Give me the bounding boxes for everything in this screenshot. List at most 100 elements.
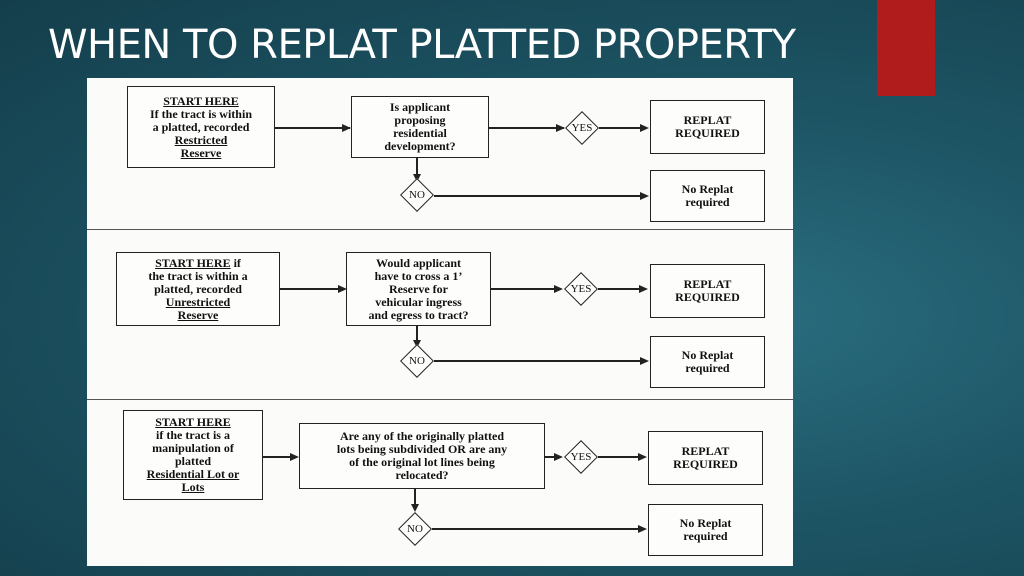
- arrow-right-icon: [554, 285, 563, 293]
- replat-required-box: REPLAT REQUIRED: [650, 264, 765, 318]
- connector-line: [598, 288, 643, 290]
- flowchart-residential-lot: START HERE if the tract is a manipulatio…: [87, 400, 793, 566]
- no-label: NO: [409, 189, 425, 201]
- flowchart-unrestricted-reserve: START HERE if the tract is within a plat…: [87, 230, 793, 396]
- outcome-line: No Replat: [681, 182, 734, 196]
- question-line: development?: [384, 139, 456, 153]
- start-box: START HERE If the tract is within a plat…: [127, 86, 275, 168]
- connector-line: [434, 360, 644, 362]
- connector-line: [414, 489, 416, 505]
- no-decision: NO: [400, 178, 434, 212]
- connector-line: [545, 456, 558, 458]
- question-line: Reserve for: [389, 281, 448, 296]
- yes-label: YES: [570, 451, 592, 463]
- question-line: Would applicant: [375, 255, 462, 270]
- start-line: the tract is within a: [148, 268, 248, 283]
- start-emphasis: Restricted: [174, 132, 228, 147]
- connector-line: [432, 528, 641, 530]
- connector-line: [491, 288, 558, 290]
- arrow-right-icon: [290, 453, 299, 461]
- flowchart-restricted-reserve: START HERE If the tract is within a plat…: [87, 78, 793, 228]
- outcome-line: REQUIRED: [673, 457, 738, 471]
- connector-line: [416, 158, 418, 176]
- question-line: lots being subdivided OR are any: [336, 442, 508, 456]
- outcome-line: REPLAT: [683, 277, 732, 291]
- question-box: Are any of the originally platted lots b…: [299, 423, 545, 489]
- question-line: Are any of the originally platted: [339, 429, 505, 443]
- start-emphasis: Residential Lot or: [146, 467, 240, 481]
- arrow-right-icon: [640, 192, 649, 200]
- accent-bar: [877, 0, 935, 96]
- start-line: platted, recorded: [154, 281, 242, 296]
- arrow-down-icon: [413, 340, 421, 348]
- connector-line: [275, 127, 350, 129]
- yes-decision: YES: [564, 440, 598, 474]
- no-decision: NO: [400, 344, 434, 378]
- question-line: of the original lot lines being: [349, 455, 495, 469]
- start-heading: START HERE: [163, 93, 239, 108]
- section-divider: [87, 399, 793, 400]
- start-heading: START HERE: [155, 255, 231, 270]
- outcome-line: No Replat: [681, 348, 734, 362]
- no-label: NO: [409, 355, 425, 367]
- flowchart-scan: START HERE If the tract is within a plat…: [87, 78, 793, 566]
- start-emphasis: Lots: [181, 480, 205, 494]
- question-line: residential: [393, 126, 447, 140]
- arrow-down-icon: [413, 174, 421, 182]
- start-line: platted: [175, 454, 211, 468]
- outcome-line: No Replat: [679, 516, 732, 530]
- start-emphasis: Reserve: [180, 145, 222, 160]
- start-heading: START HERE: [155, 415, 231, 429]
- connector-line: [416, 326, 418, 342]
- start-line: If the tract is within: [150, 106, 252, 121]
- slide-title: WHEN TO REPLAT PLATTED PROPERTY: [48, 22, 796, 68]
- question-box: Would applicant have to cross a 1’ Reser…: [346, 252, 491, 326]
- start-line: manipulation of: [152, 441, 234, 455]
- connector-line: [598, 456, 641, 458]
- start-box: START HERE if the tract is a manipulatio…: [123, 410, 263, 500]
- start-emphasis: Reserve: [177, 307, 219, 322]
- connector-line: [599, 127, 644, 129]
- replat-required-box: REPLAT REQUIRED: [650, 100, 765, 154]
- yes-label: YES: [571, 122, 593, 134]
- no-decision: NO: [398, 512, 432, 546]
- outcome-line: REPLAT: [681, 444, 730, 458]
- yes-decision: YES: [564, 272, 598, 306]
- no-replat-box: No Replat required: [650, 336, 765, 388]
- arrow-right-icon: [342, 124, 351, 132]
- question-line: have to cross a 1’: [374, 268, 463, 283]
- question-line: vehicular ingress: [375, 294, 462, 309]
- outcome-line: REPLAT: [683, 113, 732, 127]
- no-label: NO: [407, 523, 423, 535]
- outcome-line: required: [683, 529, 728, 543]
- question-line: and egress to tract?: [368, 307, 469, 322]
- outcome-line: required: [685, 195, 730, 209]
- yes-label: YES: [570, 283, 592, 295]
- outcome-line: REQUIRED: [675, 290, 740, 304]
- no-replat-box: No Replat required: [648, 504, 763, 556]
- start-line: if the tract is a: [156, 428, 230, 442]
- arrow-right-icon: [554, 453, 563, 461]
- question-box: Is applicant proposing residential devel…: [351, 96, 489, 158]
- arrow-right-icon: [338, 285, 347, 293]
- arrow-right-icon: [640, 357, 649, 365]
- arrow-right-icon: [556, 124, 565, 132]
- question-line: relocated?: [395, 468, 449, 482]
- connector-line: [263, 456, 291, 458]
- arrow-down-icon: [411, 504, 419, 512]
- question-line: Is applicant: [389, 100, 451, 114]
- start-heading-suffix: if: [230, 255, 241, 270]
- yes-decision: YES: [565, 111, 599, 145]
- arrow-right-icon: [638, 453, 647, 461]
- start-line: a platted, recorded: [152, 119, 250, 134]
- arrow-right-icon: [640, 124, 649, 132]
- connector-line: [489, 127, 564, 129]
- connector-line: [434, 195, 644, 197]
- start-box: START HERE if the tract is within a plat…: [116, 252, 280, 326]
- outcome-line: REQUIRED: [675, 126, 740, 140]
- start-emphasis: Unrestricted: [165, 294, 231, 309]
- arrow-right-icon: [638, 525, 647, 533]
- section-divider: [87, 229, 793, 230]
- question-line: proposing: [394, 113, 446, 127]
- replat-required-box: REPLAT REQUIRED: [648, 431, 763, 485]
